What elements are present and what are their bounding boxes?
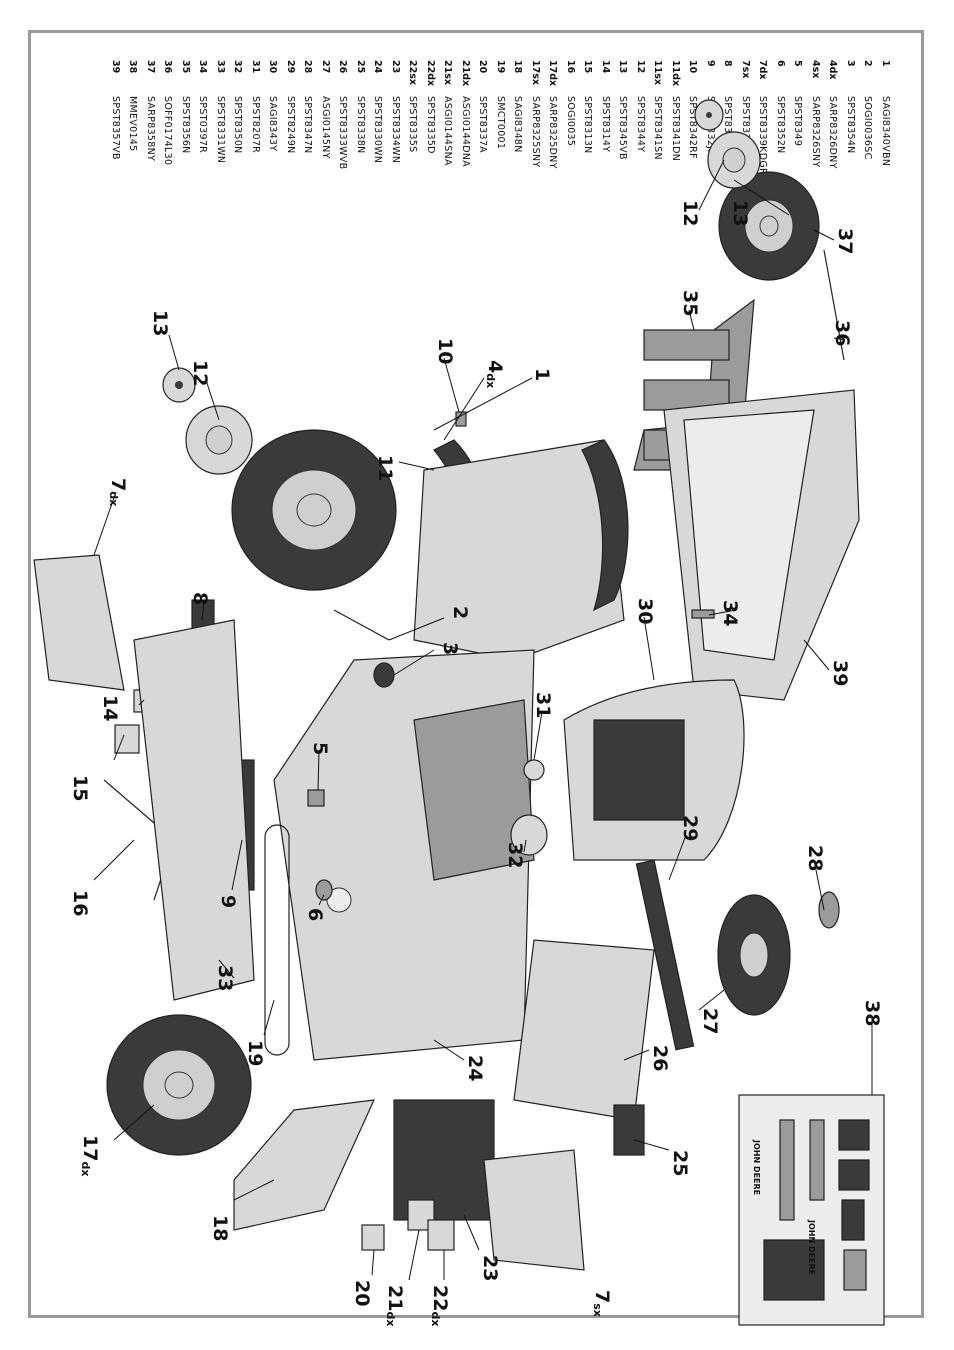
callout-20: 20 (351, 1280, 373, 1306)
callout-36: 36 (831, 320, 853, 346)
side-panel-7dx (33, 554, 125, 691)
side-panel-7sx (483, 1149, 585, 1271)
body-24 (273, 649, 535, 1061)
callout-39: 39 (829, 660, 851, 686)
decal-brand-b: JOHN DEERE (752, 1139, 761, 1195)
pin-34 (691, 609, 715, 619)
callout-4: 4dx (484, 360, 506, 388)
callout-28: 28 (804, 845, 826, 871)
grille-25 (613, 1104, 645, 1156)
callout-33: 33 (214, 965, 236, 991)
callout-13-rear: 13 (729, 200, 751, 226)
callout-14: 14 (99, 695, 121, 721)
hood-26 (513, 939, 655, 1121)
front-body-1 (413, 439, 629, 661)
callout-31: 31 (532, 692, 554, 718)
callout-32: 32 (504, 842, 526, 868)
callout-8: 8 (189, 592, 211, 605)
callout-18: 18 (209, 1215, 231, 1241)
chassis-33 (133, 619, 255, 1001)
front-wheel-17dx (106, 1014, 252, 1156)
callout-12-front: 12 (189, 360, 211, 386)
callout-25: 25 (669, 1150, 691, 1176)
hub-nut-13-rear (694, 99, 724, 131)
callout-34: 34 (719, 600, 741, 626)
callout-29: 29 (679, 815, 701, 841)
callout-21dx: 21dx (384, 1285, 406, 1326)
callout-24: 24 (464, 1055, 486, 1081)
decal-brand-a: JOHN DEERE (807, 1219, 816, 1275)
bracket-20 (361, 1224, 385, 1251)
page-border (28, 30, 924, 1318)
front-wheel-4dx (231, 429, 397, 591)
axle-18 (233, 1099, 375, 1231)
hub-cap-12-front (185, 405, 253, 475)
gear-31 (523, 759, 545, 781)
callout-23: 23 (479, 1255, 501, 1281)
callout-9: 9 (217, 895, 239, 908)
callout-27: 27 (699, 1008, 721, 1034)
callout-7dx: 7dx (107, 478, 129, 506)
callout-22dx: 22dx (429, 1285, 451, 1326)
callout-17dx: 17dx (79, 1135, 101, 1176)
callout-12-rear: 12 (679, 200, 701, 226)
shaft-2 (333, 609, 390, 641)
callout-1: 1 (531, 368, 553, 381)
callout-15: 15 (69, 775, 91, 801)
callouts: 1 2 3 4dx 5 6 7dx 7sx 8 9 10 11 12 12 13… (69, 200, 883, 1326)
callout-26: 26 (649, 1045, 671, 1071)
callout-3: 3 (439, 642, 461, 655)
callout-37: 37 (834, 228, 856, 254)
washer-6 (315, 879, 333, 901)
seat-30 (563, 679, 745, 861)
callout-30: 30 (634, 598, 656, 624)
gear-32 (510, 814, 548, 856)
callout-7sx: 7sx (591, 1290, 613, 1317)
callout-5: 5 (309, 742, 331, 755)
callout-6: 6 (304, 908, 326, 921)
block-5 (307, 789, 325, 807)
lamp-15 (114, 724, 140, 754)
clip-10 (455, 411, 467, 427)
callout-11: 11 (374, 455, 396, 481)
trailer-bed-39 (663, 389, 860, 701)
chain-19 (264, 824, 290, 1056)
callout-35: 35 (679, 290, 701, 316)
bushing-3 (373, 662, 395, 688)
callout-10: 10 (434, 338, 456, 364)
steering-wheel-27 (717, 894, 791, 1016)
cap-28 (818, 891, 840, 929)
bracket-22dx (427, 1219, 455, 1251)
callout-38: 38 (861, 1000, 883, 1026)
callout-2: 2 (449, 606, 471, 619)
axle-36 (823, 249, 845, 361)
callout-16: 16 (69, 890, 91, 916)
decal-sheet-38: JOHN DEERE JOHN DEERE (738, 1094, 885, 1326)
hub-nut-13-front (162, 367, 196, 403)
callout-19: 19 (244, 1040, 266, 1066)
hub-cap-12-rear (707, 131, 761, 189)
rear-wheel-37 (718, 171, 820, 281)
leader-lines (93, 159, 873, 1281)
callout-13-front: 13 (149, 310, 171, 336)
column-29 (635, 859, 695, 1051)
